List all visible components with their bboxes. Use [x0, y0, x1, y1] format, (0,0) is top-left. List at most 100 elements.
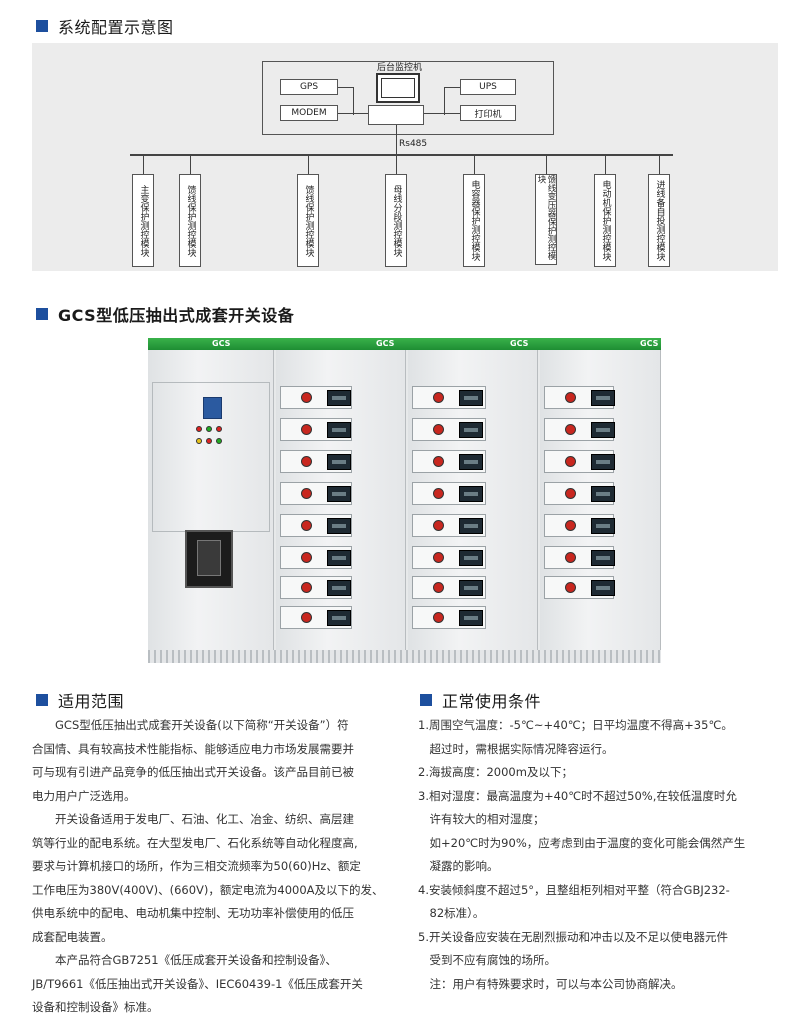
gps-box: GPS	[280, 79, 338, 95]
handle-knob-icon	[301, 392, 312, 403]
printer-box: 打印机	[460, 105, 516, 121]
drawer-unit	[412, 386, 486, 409]
cabinet-drawer-column	[276, 350, 406, 652]
control-panel	[459, 486, 483, 502]
enclosure-frame	[262, 61, 554, 135]
handle-knob-icon	[301, 488, 312, 499]
drawer-unit	[544, 576, 615, 599]
control-panel	[327, 454, 351, 470]
connector-line	[338, 87, 353, 88]
drawer-unit	[544, 418, 615, 441]
drawer-unit	[412, 482, 486, 505]
drawer-unit	[412, 576, 486, 599]
bus-line	[130, 154, 673, 156]
drawer-unit	[544, 546, 615, 569]
handle-knob-icon	[301, 612, 312, 623]
text-line: 设备和控制设备》标准。	[32, 1000, 159, 1013]
rs485-label: Rs485	[399, 139, 428, 149]
module-box: 馈线变压器保护测控模块	[535, 174, 557, 265]
control-panel	[327, 422, 351, 438]
control-panel	[459, 422, 483, 438]
control-panel	[459, 550, 483, 566]
conditions-list: 1.周围空气温度：-5℃~+40℃；日平均温度不得高+35℃。 超过时，需根据实…	[418, 714, 788, 996]
air-circuit-breaker	[185, 530, 233, 588]
indicator-lamp-icon	[206, 426, 212, 432]
list-item: 超过时，需根据实际情况降容运行。	[418, 741, 614, 756]
control-panel	[591, 550, 615, 566]
handle-knob-icon	[565, 488, 576, 499]
control-panel	[591, 390, 615, 406]
list-item: 凝露的影响。	[418, 859, 499, 873]
handle-knob-icon	[301, 456, 312, 467]
heading-text: 正常使用条件	[442, 692, 542, 711]
list-item: 4.安装倾斜度不超过5°，且整组柜列相对平整（符合GBJ232-	[418, 882, 730, 897]
list-item: 受到不应有腐蚀的场所。	[418, 953, 556, 967]
drop-line	[659, 154, 660, 174]
handle-knob-icon	[433, 552, 444, 563]
section-heading-scope: 适用范围	[36, 688, 124, 712]
indicator-lamp-icon	[206, 438, 212, 444]
text-line: 可与现有引进产品竞争的低压抽出式开关设备。该产品目前已被	[32, 765, 354, 779]
text-line: GCS型低压抽出式成套开关设备(以下简称“开关设备”）符	[32, 718, 349, 732]
control-panel	[591, 486, 615, 502]
handle-knob-icon	[565, 582, 576, 593]
module-box: 母线分段测控模块	[385, 174, 407, 267]
module-box: 电动机保护测控模块	[594, 174, 616, 267]
host-unit-box	[368, 105, 424, 125]
handle-knob-icon	[565, 552, 576, 563]
drop-line	[605, 154, 606, 174]
handle-knob-icon	[301, 552, 312, 563]
drawer-unit	[412, 418, 486, 441]
text-line: 筑等行业的配电系统。在大型发电厂、石化系统等自动化程度高,	[32, 835, 358, 850]
list-item: 1.周围空气温度：-5℃~+40℃；日平均温度不得高+35℃。	[418, 718, 733, 732]
handle-knob-icon	[565, 456, 576, 467]
drawer-unit	[280, 546, 352, 569]
drawer-unit	[280, 514, 352, 537]
meter-icon	[203, 397, 222, 419]
drawer-unit	[544, 482, 615, 505]
text-line: 电力用户广泛选用。	[32, 788, 136, 803]
drawer-unit	[280, 482, 352, 505]
handle-knob-icon	[433, 520, 444, 531]
heading-square-icon	[36, 694, 48, 706]
gcs-badge: GCS	[376, 339, 395, 348]
list-item: 5.开关设备应安装在无剧烈振动和冲击以及不足以使电器元件	[418, 929, 728, 944]
module-box: 馈线保护测控模块	[179, 174, 201, 267]
connector-line	[444, 87, 445, 115]
list-item: 2.海拔高度：2000m及以下；	[418, 765, 573, 779]
list-item: 许有较大的相对湿度；	[418, 812, 545, 826]
handle-knob-icon	[565, 392, 576, 403]
control-panel	[591, 422, 615, 438]
cabinet-drawer-column	[408, 350, 538, 652]
control-panel	[327, 550, 351, 566]
control-panel	[327, 390, 351, 406]
gcs-badge: GCS	[640, 339, 659, 348]
handle-knob-icon	[433, 424, 444, 435]
gcs-cabinet-photo: GCS GCS GCS GCS	[148, 338, 661, 663]
control-panel	[459, 454, 483, 470]
drawer-unit	[412, 606, 486, 629]
drawer-unit	[412, 450, 486, 473]
connector-line	[444, 87, 460, 88]
indicator-lamp-icon	[196, 438, 202, 444]
drop-line	[474, 154, 475, 174]
section-heading-gcs: GCS型低压抽出式成套开关设备	[36, 302, 294, 326]
cabinet-incoming-column	[148, 350, 274, 652]
heading-text: 系统配置示意图	[58, 18, 174, 37]
connector-line	[338, 113, 368, 114]
heading-text: 适用范围	[58, 692, 125, 711]
section-heading-system-config: 系统配置示意图	[36, 14, 174, 38]
handle-knob-icon	[301, 582, 312, 593]
text-line: JB/T9661《低压抽出式开关设备》、IEC60439-1《低压成套开关	[32, 976, 363, 991]
module-box: 电容器保护测控模块	[463, 174, 485, 267]
text-line: 工作电压为380V(400V)、(660V)，额定电流为4000A及以下的发、	[32, 882, 384, 897]
drop-line	[546, 154, 547, 174]
handle-knob-icon	[301, 520, 312, 531]
control-panel	[327, 518, 351, 534]
list-item: 注：用户有特殊要求时，可以与本公司协商解决。	[418, 976, 683, 991]
handle-knob-icon	[301, 424, 312, 435]
drawer-unit	[280, 386, 352, 409]
gcs-badge: GCS	[510, 339, 529, 348]
text-line: 本产品符合GB7251《低压成套开关设备和控制设备》、	[32, 953, 337, 967]
list-item: 3.相对湿度：最高温度为+40℃时不超过50%,在较低温度时允	[418, 788, 737, 803]
